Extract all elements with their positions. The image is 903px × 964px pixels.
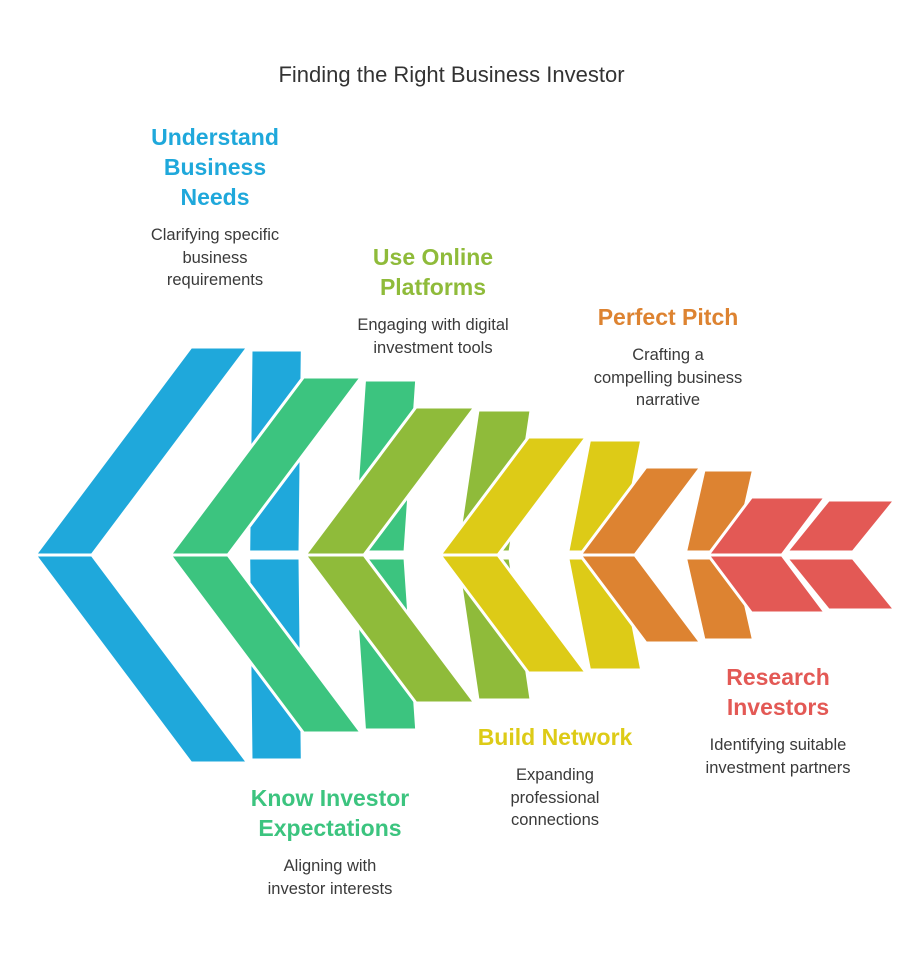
stage-online: Use Online Platforms Engaging with digit… (323, 242, 543, 359)
stage-understand: Understand Business Needs Clarifying spe… (105, 122, 325, 292)
chevron-research-upper-link (784, 498, 897, 554)
chevron-research-lower-link (784, 556, 897, 612)
chevron-network-lower-arm (438, 553, 588, 675)
chevron-research-lower-arm (706, 553, 827, 615)
stage-heading-research: Research Investors (726, 664, 830, 720)
stage-research: Research Investors Identifying suitable … (668, 662, 888, 779)
stage-description-online: Engaging with digital investment tools (357, 316, 509, 357)
stage-description-understand: Clarifying specific business requirement… (150, 226, 280, 289)
chevron-online-lower-arm (303, 553, 477, 705)
stage-heading-understand: Understand Business Needs (151, 124, 279, 210)
stage-heading-pitch: Perfect Pitch (597, 304, 739, 330)
stage-description-research: Identifying suitable investment partners (705, 736, 851, 777)
chevron-understand-lower-arm (33, 553, 250, 765)
chevron-expectations-lower-arm (168, 553, 363, 735)
stage-heading-expectations: Know Investor Expectations (250, 785, 410, 841)
chevron-pitch-lower-arm (578, 553, 703, 645)
stage-network: Build Network Expanding professional con… (445, 722, 665, 832)
stage-description-network: Expanding professional connections (510, 766, 600, 829)
stage-expectations: Know Investor Expectations Aligning with… (210, 783, 450, 900)
stage-description-pitch: Crafting a compelling business narrative (593, 346, 743, 409)
stage-pitch: Perfect Pitch Crafting a compelling busi… (548, 302, 788, 412)
stage-description-expectations: Aligning with investor interests (267, 857, 393, 898)
stage-heading-online: Use Online Platforms (372, 244, 494, 300)
stage-heading-network: Build Network (477, 724, 633, 750)
diagram-title: Finding the Right Business Investor (278, 62, 625, 87)
